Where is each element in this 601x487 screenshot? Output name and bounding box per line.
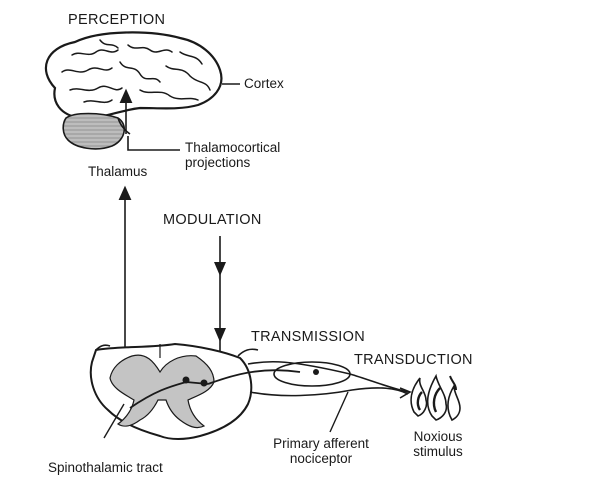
spinal-cord-section	[89, 342, 259, 440]
flame-1-core	[416, 391, 423, 411]
spinothalamic-pointer-line	[103, 403, 125, 439]
brainstem	[117, 117, 131, 135]
modulation-descending-arrow	[214, 236, 226, 370]
peripheral-nerve	[247, 360, 412, 399]
flame-3-tip	[449, 375, 457, 391]
brain	[44, 31, 223, 150]
cortex-folds	[61, 39, 211, 104]
synapse-dot-1	[200, 379, 208, 387]
thalamocortical-label-line2: projections	[185, 155, 251, 170]
cortex-label: Cortex	[244, 76, 284, 91]
synapse-dot-2	[182, 376, 190, 384]
afferent-label-line2: nociceptor	[289, 451, 353, 466]
nociceptor-pointer-line	[329, 391, 349, 433]
gray-matter	[109, 354, 215, 429]
thalamocortical-label-line1: Thalamocortical	[185, 140, 281, 155]
flame-3	[447, 383, 461, 422]
afferent-label-line1: Primary afferent	[273, 436, 369, 451]
thalamus-label: Thalamus	[88, 164, 148, 179]
thalamocortical-pointer-line	[127, 136, 180, 151]
modulation-heading: MODULATION	[163, 212, 262, 228]
transduction-heading: TRANSDUCTION	[354, 352, 473, 368]
cortex-outline	[44, 31, 223, 120]
transmission-heading: TRANSMISSION	[251, 329, 365, 345]
noxious-flames	[410, 373, 461, 422]
noxious-label-line2: stimulus	[413, 444, 463, 459]
noxious-label-line1: Noxious	[413, 429, 463, 444]
perception-heading: PERCEPTION	[68, 12, 166, 28]
spinothalamic-label: Spinothalamic tract	[48, 460, 163, 475]
flame-2	[426, 373, 448, 421]
flame-2-core	[432, 387, 441, 413]
cerebellum	[62, 112, 125, 150]
spinal-cord-top-lines	[95, 344, 259, 357]
